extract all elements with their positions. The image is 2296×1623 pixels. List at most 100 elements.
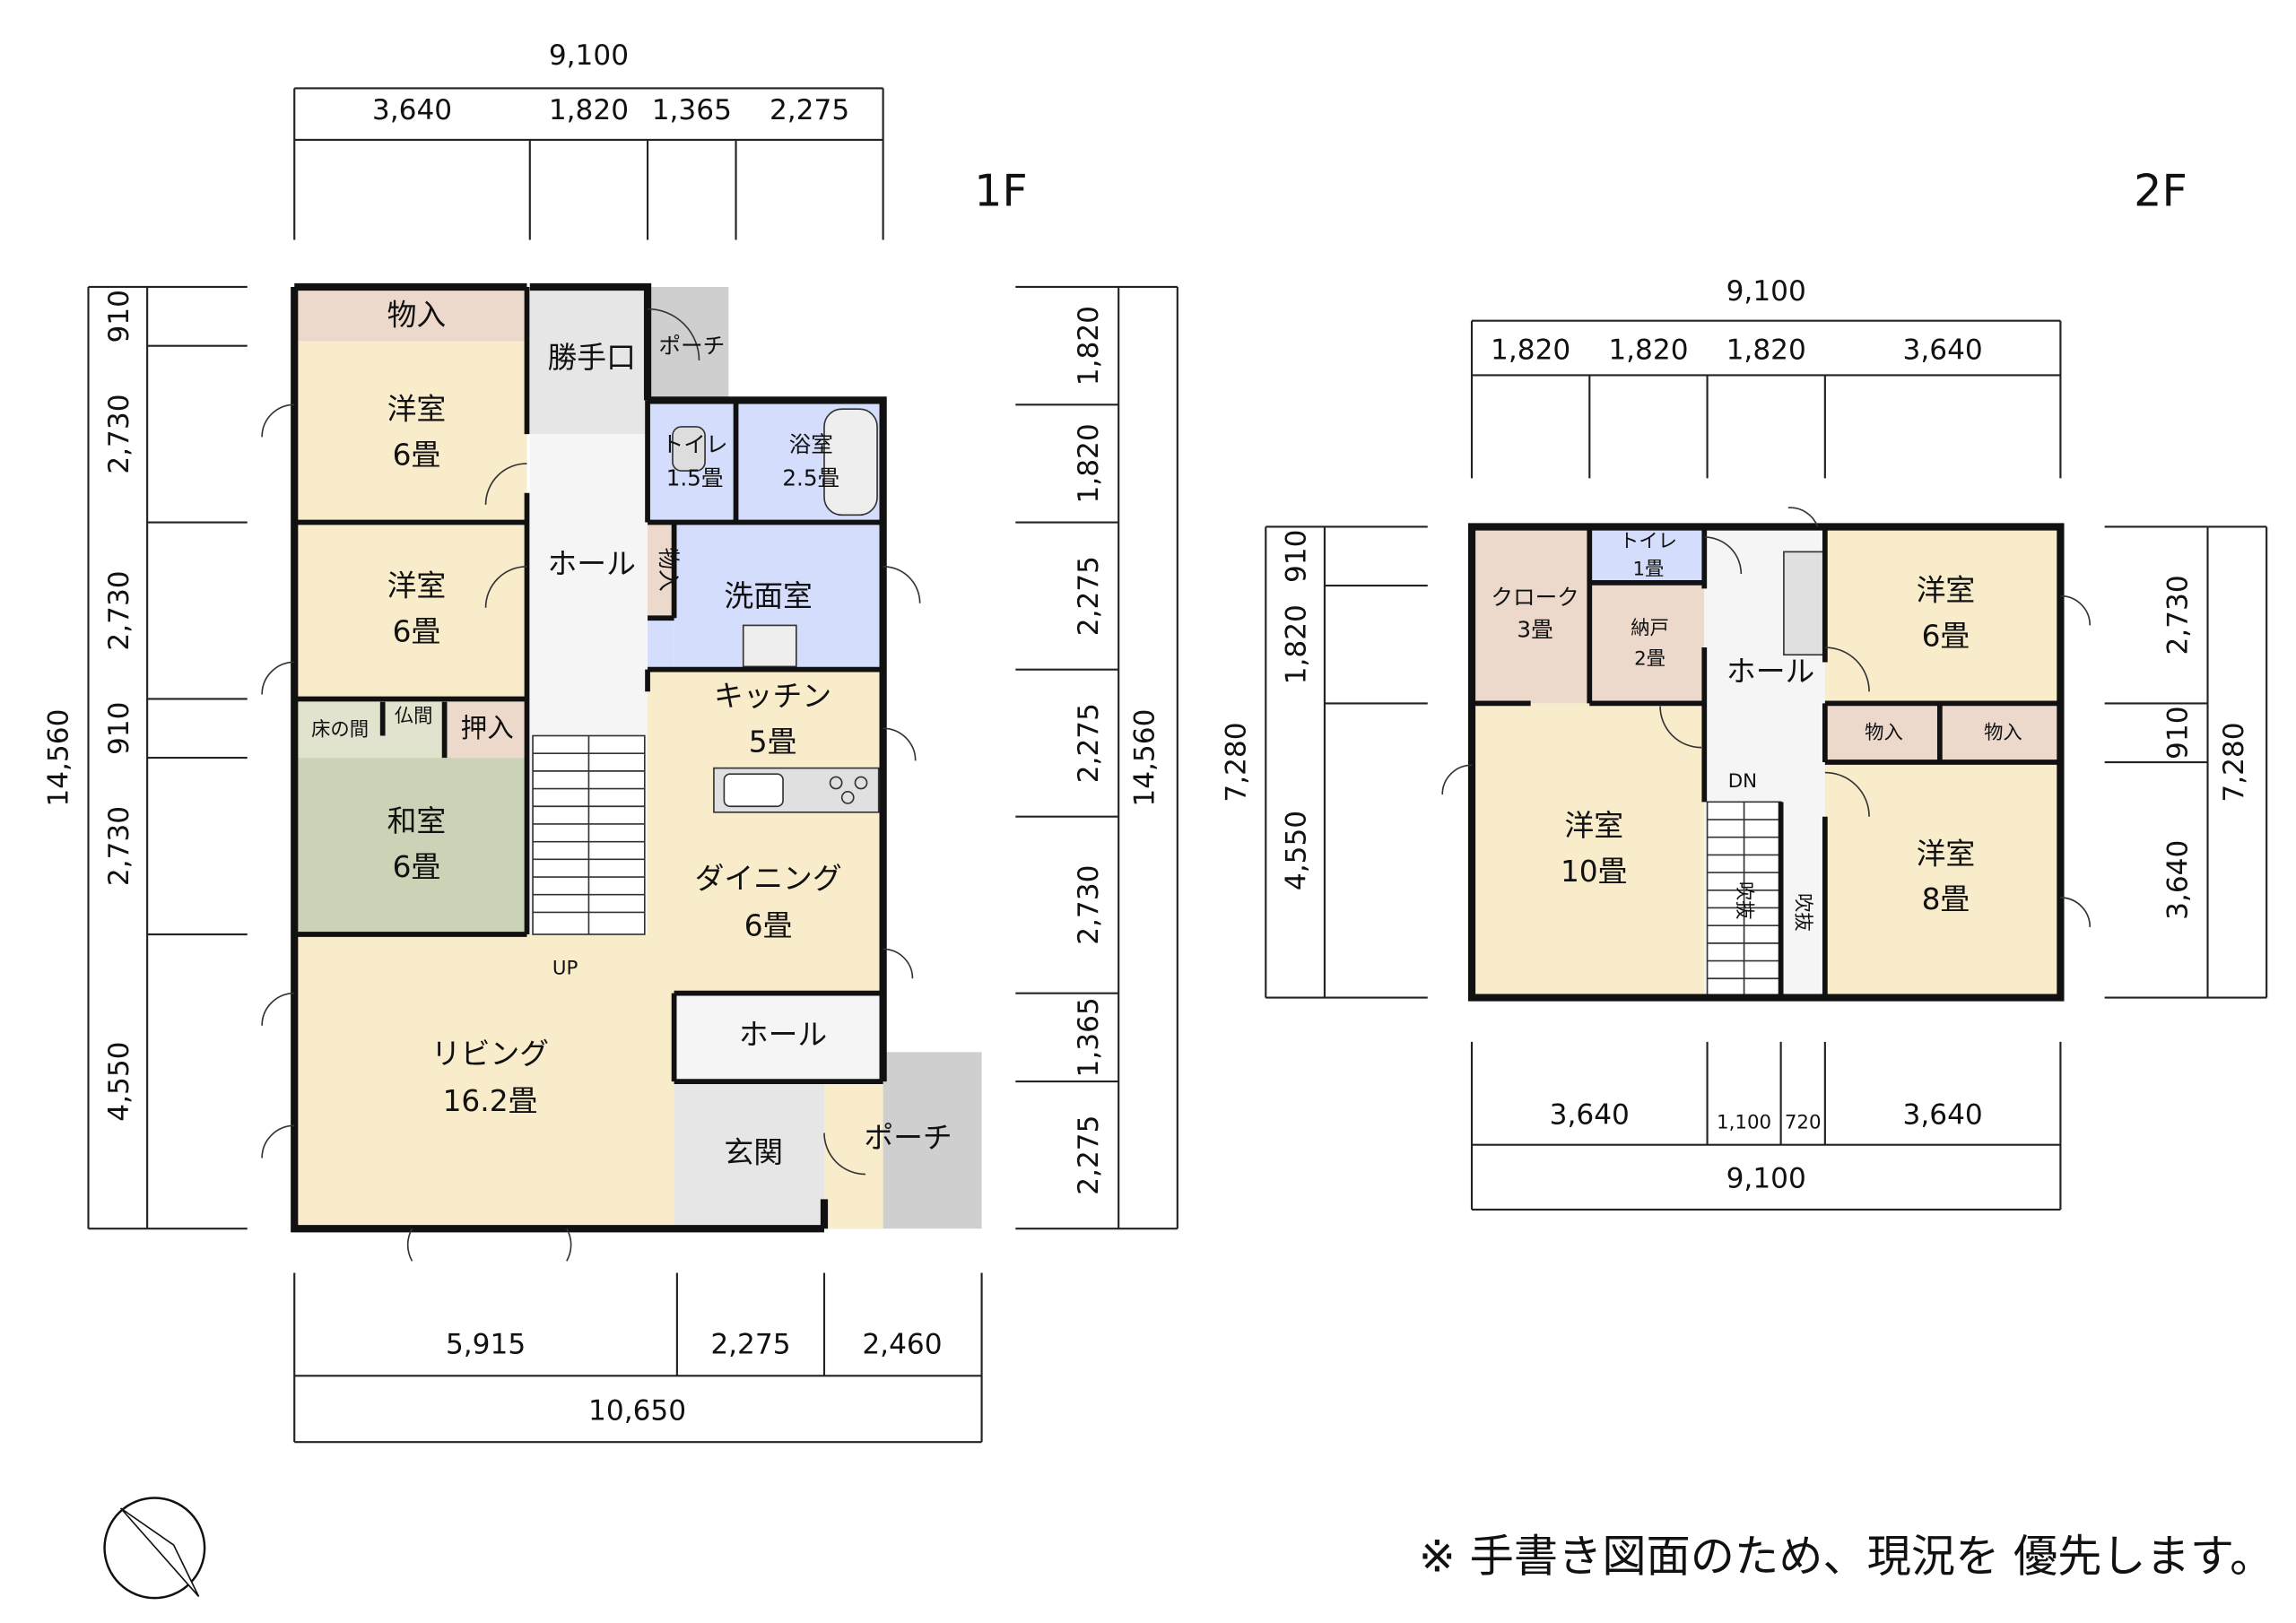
toilet-fixture [672,426,706,472]
dim: 2,730 [103,806,135,886]
room-western10 [1472,703,1705,998]
room-label: 物入 [1984,722,2022,744]
dim: 910 [2162,706,2195,759]
room-label: 仏間 [395,706,433,728]
room-porch-back [648,286,729,401]
room-toilet [1589,526,1705,583]
room-label: 洋室 [1917,837,1976,871]
dim: 3,640 [2162,840,2195,920]
room-label: ポーチ [864,1121,952,1155]
room-japanese [294,758,527,935]
room-area: 6畳 [1922,619,1970,653]
dim: 3,640 [1903,1099,1983,1132]
dim: 1,820 [549,94,629,126]
dim-top-total: 9,100 [1726,275,1806,308]
stairs-label: UP [552,957,578,979]
dim: 2,730 [2162,575,2195,655]
room-label: 勝手口 [548,341,636,375]
dim-right-total: 7,280 [2218,722,2250,802]
room-label: 物入 [656,547,682,591]
dim: 1,365 [1073,997,1105,1077]
room-area: 16.2畳 [443,1084,538,1118]
room-label: リビング [431,1037,549,1071]
dim: 2,275 [770,94,849,126]
room-label: 物入 [387,299,447,333]
dim: 1,365 [652,94,732,126]
dim: 3,640 [1550,1099,1630,1132]
dim: 720 [1785,1112,1822,1134]
dim: 1,820 [1608,334,1688,366]
room-label: 洋室 [387,569,447,603]
floor2-label: 2F [2134,165,2187,217]
room-label: 吹抜 [1733,881,1755,920]
washbasin [1783,551,1826,656]
room-label: 洗面室 [724,579,812,613]
room-area: 3畳 [1517,617,1552,643]
room-label: ホール [739,1018,827,1052]
bathtub [823,408,878,516]
dim: 2,275 [1073,556,1105,636]
dim-bottom-total: 10,650 [588,1395,686,1428]
room-label: クローク [1491,584,1578,610]
room-storage-b [1939,703,2061,763]
room-area: 6畳 [393,614,441,648]
dim-bottom-total: 9,100 [1726,1162,1806,1194]
note-text: ※ 手書き図面のため、現況を 優先します。 [1419,1531,2274,1583]
room-area: 5畳 [749,725,797,759]
room-western2 [294,522,527,699]
room-label: 床の間 [311,718,369,741]
room-label: ポーチ [658,333,725,359]
room-area: 1.5畳 [666,465,724,491]
room-label: 洋室 [387,393,447,427]
room-label: 物入 [1865,722,1903,744]
room-kitchen-door [529,286,648,435]
dim: 1,820 [1073,306,1105,386]
dim-top-total: 9,100 [549,39,629,72]
room-label: 吹抜 [1792,893,1814,932]
dim: 2,275 [1073,703,1105,783]
room-entrance [674,1081,824,1229]
room-label: 玄関 [724,1135,783,1169]
room-storage-a [1824,703,1940,763]
stairs [1706,801,1782,999]
dim: 1,820 [1491,334,1570,366]
room-label: トイレ [662,431,728,457]
room-area: 8畳 [1922,882,1970,916]
dim-left-total: 14,560 [43,709,75,807]
room-label: トイレ [1620,530,1677,552]
room-label: 押入 [461,713,514,743]
dim-left-total: 7,280 [1220,722,1252,802]
dim: 2,730 [103,394,135,473]
room-western1 [294,341,527,523]
dim: 910 [103,702,135,755]
dim: 4,550 [103,1042,135,1122]
floor1-plan: 1F 9,100 3,640 1,820 1,365 2,275 14,560 … [43,39,1178,1444]
sink [742,624,797,668]
dim: 2,275 [1073,1115,1105,1195]
room-label: ダイニング [695,862,842,896]
dim: 3,640 [372,94,452,126]
dim: 1,820 [1281,604,1313,684]
room-kitchen-dining [648,669,883,994]
room-label: キッチン [714,680,831,714]
room-area: 6畳 [393,438,441,473]
stairs-label: DN [1728,770,1757,793]
room-oshiire [444,701,527,759]
dim: 2,730 [103,570,135,650]
room-cloak [1472,526,1590,704]
dim: 2,460 [862,1329,942,1361]
room-label: 浴室 [789,431,833,457]
room-area: 1畳 [1632,559,1664,581]
room-label: 洋室 [1564,809,1623,843]
dim-right-total: 14,560 [1129,709,1161,807]
room-western8 [1824,762,2061,998]
floor2-plan: 2F 9,100 1,820 1,820 1,820 3,640 7,280 9… [1220,165,2268,1211]
stairs [532,734,646,935]
dim: 910 [1281,530,1313,583]
dim: 910 [103,290,135,343]
room-label: 納戸 [1631,617,1669,639]
dim: 4,550 [1281,811,1313,890]
room-label: ホール [548,547,636,581]
room-area: 2.5畳 [782,465,839,491]
